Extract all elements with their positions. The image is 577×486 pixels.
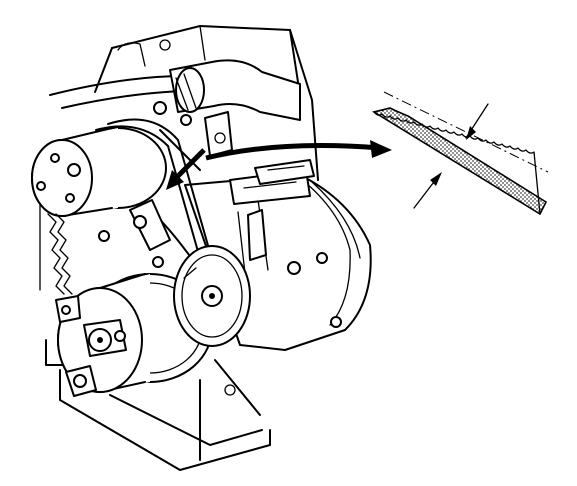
belt-deflection-detail — [374, 92, 548, 214]
coolant-hose — [154, 60, 300, 156]
alternator-pulley — [174, 246, 250, 346]
arrow-head-right-icon — [370, 140, 392, 158]
chain — [48, 214, 72, 294]
